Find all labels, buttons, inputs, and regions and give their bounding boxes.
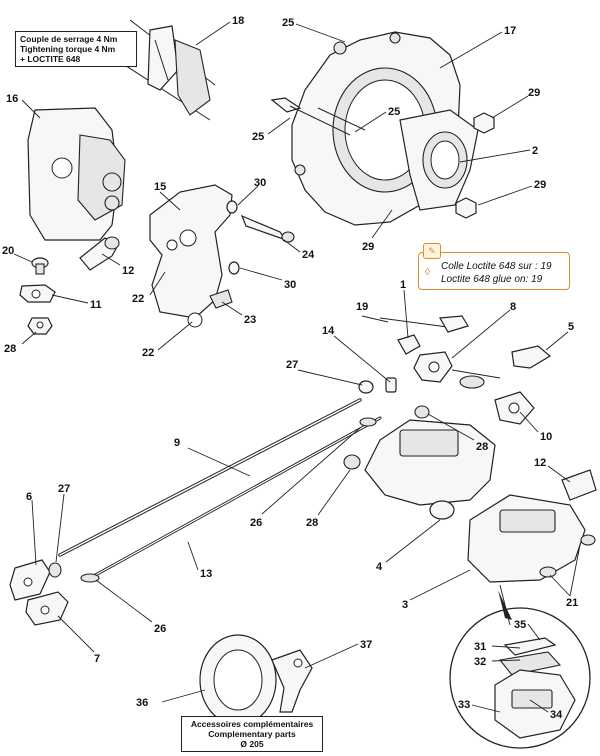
callout-27-lower: 27 <box>58 483 70 495</box>
callout-35: 35 <box>514 619 526 631</box>
callout-26-lower: 26 <box>154 623 166 635</box>
callout-9: 9 <box>174 437 180 449</box>
callout-23: 23 <box>244 314 256 326</box>
callout-14: 14 <box>322 325 335 337</box>
spacers-and-bolt-24 <box>226 200 295 275</box>
callout-29-bottom: 29 <box>362 241 374 253</box>
glue-drop-icon: ◊ <box>425 267 430 278</box>
nut-29-set <box>455 112 495 219</box>
callout-1: 1 <box>400 279 406 291</box>
callout-29-right: 29 <box>534 179 546 191</box>
accessories-note: Accessoires complémentaires Complementar… <box>181 716 323 752</box>
torque-note: Couple de serrage 4 Nm Tightening torque… <box>15 31 137 67</box>
detail-inset <box>449 584 591 749</box>
loctite-note-line-en: Loctite 648 glue on: 19 <box>441 274 543 285</box>
callout-30-bottom: 30 <box>284 279 296 291</box>
loctite-note: ✎ ◊ Colle Loctite 648 sur : 19 Loctite 6… <box>418 243 570 290</box>
loctite-note-line-fr: Colle Loctite 648 sur : 19 <box>441 261 552 272</box>
accessories-note-line-fr: Accessoires complémentaires <box>190 719 314 729</box>
caliper-body <box>27 107 126 241</box>
callout-7: 7 <box>94 653 100 665</box>
torque-note-line-loctite: + LOCTITE 648 <box>20 54 81 64</box>
torque-note-line-en: Tightening torque 4 Nm <box>20 44 116 54</box>
accessories-note-line-en: Complementary parts <box>208 729 296 739</box>
callout-33: 33 <box>458 699 470 711</box>
callout-20: 20 <box>2 245 14 257</box>
bolt-25-set <box>270 97 366 136</box>
accessory-parts <box>199 634 313 726</box>
callout-16: 16 <box>6 93 18 105</box>
callout-22-upper: 22 <box>132 293 144 305</box>
callout-32: 32 <box>474 656 486 668</box>
master-cylinder-linkage <box>358 315 552 425</box>
callout-2: 2 <box>532 145 538 157</box>
callout-5: 5 <box>568 321 574 333</box>
clevis-parts <box>9 559 69 626</box>
callout-28-left: 28 <box>4 343 16 355</box>
callout-25-mid: 25 <box>388 106 400 118</box>
callout-10: 10 <box>540 431 552 443</box>
small-hardware-left <box>19 236 120 335</box>
callout-12-left: 12 <box>122 265 134 277</box>
callout-numbers: 18 25 17 16 25 25 29 2 29 29 15 30 24 30… <box>2 15 578 721</box>
callout-31: 31 <box>474 641 486 653</box>
lower-caliper-assembly <box>343 405 597 583</box>
callout-19: 19 <box>356 301 368 313</box>
callout-3: 3 <box>402 599 408 611</box>
callout-4: 4 <box>376 561 383 573</box>
glue-tube-icon: ✎ <box>423 243 441 259</box>
callout-6: 6 <box>26 491 32 503</box>
adaptor-bracket <box>149 184 233 328</box>
callout-21: 21 <box>566 597 578 609</box>
callout-26-upper: 26 <box>250 517 262 529</box>
callout-25-top: 25 <box>282 17 294 29</box>
callout-17: 17 <box>504 25 516 37</box>
callout-25-left: 25 <box>252 131 264 143</box>
callout-37: 37 <box>360 639 372 651</box>
brake-pad-assembly <box>119 19 216 121</box>
callout-12-right: 12 <box>534 457 546 469</box>
push-rods <box>58 398 382 583</box>
leader-lines <box>13 21 581 713</box>
callout-30-top: 30 <box>254 177 266 189</box>
callout-8: 8 <box>510 301 516 313</box>
callout-28-center: 28 <box>476 441 488 453</box>
torque-note-line-fr: Couple de serrage 4 Nm <box>20 34 118 44</box>
accessories-note-diameter: Ø 205 <box>240 739 264 749</box>
callout-29-top: 29 <box>528 87 540 99</box>
callout-34: 34 <box>550 709 563 721</box>
callout-22-lower: 22 <box>142 347 154 359</box>
callout-28-lower: 28 <box>306 517 318 529</box>
callout-24: 24 <box>302 249 315 261</box>
callout-27-top: 27 <box>286 359 298 371</box>
callout-13: 13 <box>200 568 212 580</box>
callout-11: 11 <box>90 299 102 311</box>
brake-disc-carrier <box>291 31 479 226</box>
callout-36: 36 <box>136 697 148 709</box>
callout-15: 15 <box>154 181 166 193</box>
callout-18: 18 <box>232 15 244 27</box>
